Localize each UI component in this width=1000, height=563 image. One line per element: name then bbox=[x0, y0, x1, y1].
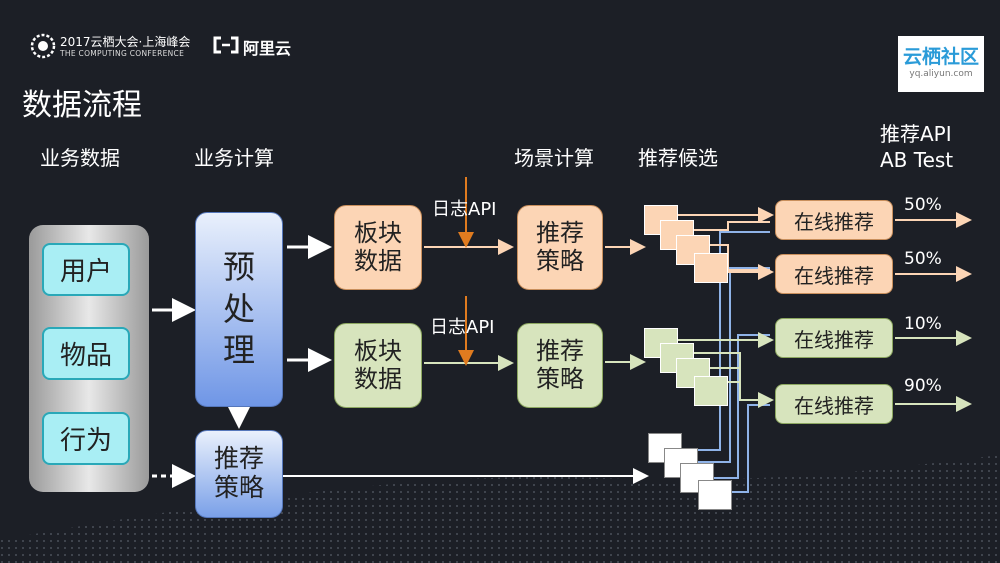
aliyun-logo-icon bbox=[213, 36, 239, 54]
conference-subtitle: THE COMPUTING CONFERENCE bbox=[60, 49, 185, 58]
green-link-2 bbox=[692, 352, 774, 408]
column-business-compute: 业务计算 bbox=[194, 146, 274, 170]
rec-strategy-line-2: 策略 bbox=[536, 364, 584, 393]
preprocess-box: 预 处 理 bbox=[195, 212, 283, 407]
partner-name: 阿里云 bbox=[243, 39, 292, 58]
column-ab-test: AB Test bbox=[880, 148, 954, 172]
candidate-green-4 bbox=[694, 376, 728, 406]
preprocess-char-3: 理 bbox=[222, 331, 255, 370]
orange-link-2 bbox=[692, 221, 770, 231]
column-scene-compute: 场景计算 bbox=[514, 146, 594, 170]
log-api-label-2: 日志API bbox=[430, 317, 495, 338]
online-rec-box-2: 在线推荐 bbox=[775, 254, 893, 294]
ab-ratio-1: 50% bbox=[904, 195, 942, 215]
rec-strategy-line-2: 策略 bbox=[536, 246, 584, 275]
base-strategy-line-2: 策略 bbox=[213, 473, 264, 502]
block-data-line-2: 数据 bbox=[354, 246, 402, 275]
ab-ratio-2: 50% bbox=[904, 249, 942, 269]
conference-name: 2017云栖大会·上海峰会 bbox=[60, 35, 191, 49]
online-rec-box-4: 在线推荐 bbox=[775, 384, 893, 424]
block-data-line-1: 板块 bbox=[354, 218, 402, 247]
rec-strategy-line-1: 推荐 bbox=[536, 336, 584, 365]
base-strategy-box: 推荐 策略 bbox=[195, 430, 283, 518]
online-rec-box-3: 在线推荐 bbox=[775, 318, 893, 358]
brand-logo: 云栖社区 yq.aliyun.com bbox=[898, 36, 984, 92]
log-api-label-1: 日志API bbox=[432, 199, 497, 220]
ab-ratio-4: 90% bbox=[904, 376, 942, 396]
block-data-line-2: 数据 bbox=[354, 364, 402, 393]
column-rec-candidates: 推荐候选 bbox=[638, 146, 718, 170]
candidate-white-4 bbox=[698, 480, 732, 510]
blue-link-3 bbox=[712, 334, 770, 479]
rec-strategy-line-1: 推荐 bbox=[536, 218, 584, 247]
rec-strategy-box-orange: 推荐 策略 bbox=[517, 205, 603, 290]
source-item: 物品 bbox=[42, 327, 130, 380]
source-behavior: 行为 bbox=[42, 412, 130, 465]
ab-ratio-3: 10% bbox=[904, 314, 942, 334]
preprocess-char-1: 预 bbox=[222, 248, 255, 287]
column-rec-api: 推荐API bbox=[880, 122, 952, 146]
brand-name: 云栖社区 bbox=[902, 46, 979, 68]
block-data-line-1: 板块 bbox=[354, 336, 402, 365]
orange-link-3 bbox=[708, 244, 774, 280]
candidate-orange-4 bbox=[694, 253, 728, 283]
brand-url: yq.aliyun.com bbox=[909, 69, 973, 79]
page-title: 数据流程 bbox=[22, 88, 142, 123]
conference-logo-icon bbox=[30, 33, 56, 59]
base-strategy-line-1: 推荐 bbox=[213, 444, 264, 474]
online-rec-box-1: 在线推荐 bbox=[775, 200, 893, 240]
block-data-box-orange: 板块 数据 bbox=[334, 205, 422, 290]
column-business-data: 业务数据 bbox=[40, 146, 120, 170]
source-user: 用户 bbox=[42, 243, 130, 296]
preprocess-char-2: 处 bbox=[222, 289, 255, 328]
rec-strategy-box-green: 推荐 策略 bbox=[517, 323, 603, 408]
block-data-box-green: 板块 数据 bbox=[334, 323, 422, 408]
blue-link-2 bbox=[696, 267, 770, 463]
